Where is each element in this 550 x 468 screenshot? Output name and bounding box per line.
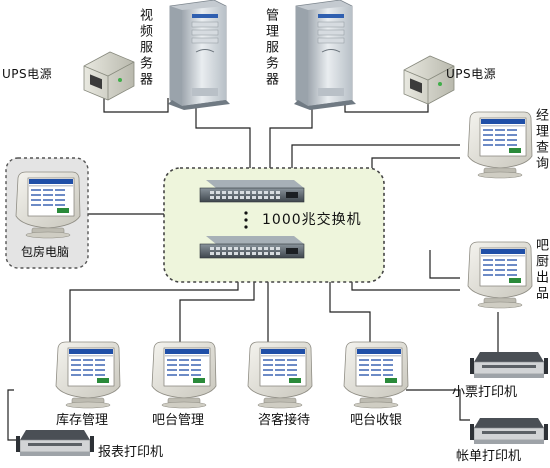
- ups-left-unit: [83, 51, 135, 101]
- reception-label: 咨客接待: [258, 413, 311, 428]
- bar-cashier-monitor: [343, 341, 409, 409]
- kitchen-output-label: 吧厨出品: [533, 238, 548, 302]
- ups-left-label: UPS电源: [2, 67, 53, 81]
- manager-query-label: 经理查询: [533, 108, 548, 172]
- receipt-printer-device: [469, 351, 549, 379]
- bill-printer-label: 帐单打印机: [456, 449, 522, 464]
- switch-top: [199, 179, 305, 203]
- video-server-label: 视频服务器: [137, 8, 152, 88]
- management-server-label: 管理服务器: [263, 8, 278, 88]
- ups-right-label: UPS电源: [446, 67, 497, 81]
- switch-label: 1000兆交换机: [262, 212, 362, 228]
- video-server-tower: [167, 0, 231, 111]
- bar-cashier-label: 吧台收银: [350, 413, 403, 428]
- inventory-monitor: [55, 341, 121, 409]
- inventory-mgmt-label: 库存管理: [56, 413, 109, 428]
- bar-mgmt-monitor: [151, 341, 217, 409]
- bill-printer-device: [469, 417, 549, 445]
- report-printer-label: 报表打印机: [98, 445, 164, 460]
- manager-query-monitor: [467, 111, 533, 179]
- report-printer-device: [15, 429, 95, 457]
- kitchen-monitor: [467, 241, 533, 309]
- switch-bottom: [199, 235, 305, 259]
- connection-lines: [7, 92, 499, 441]
- switch-stack-dots: [244, 211, 248, 229]
- reception-monitor: [247, 341, 313, 409]
- receipt-printer-label: 小票打印机: [452, 385, 518, 400]
- management-server-tower: [293, 0, 357, 111]
- bar-mgmt-label: 吧台管理: [152, 413, 205, 428]
- private-room-label: 包房电脑: [21, 245, 70, 259]
